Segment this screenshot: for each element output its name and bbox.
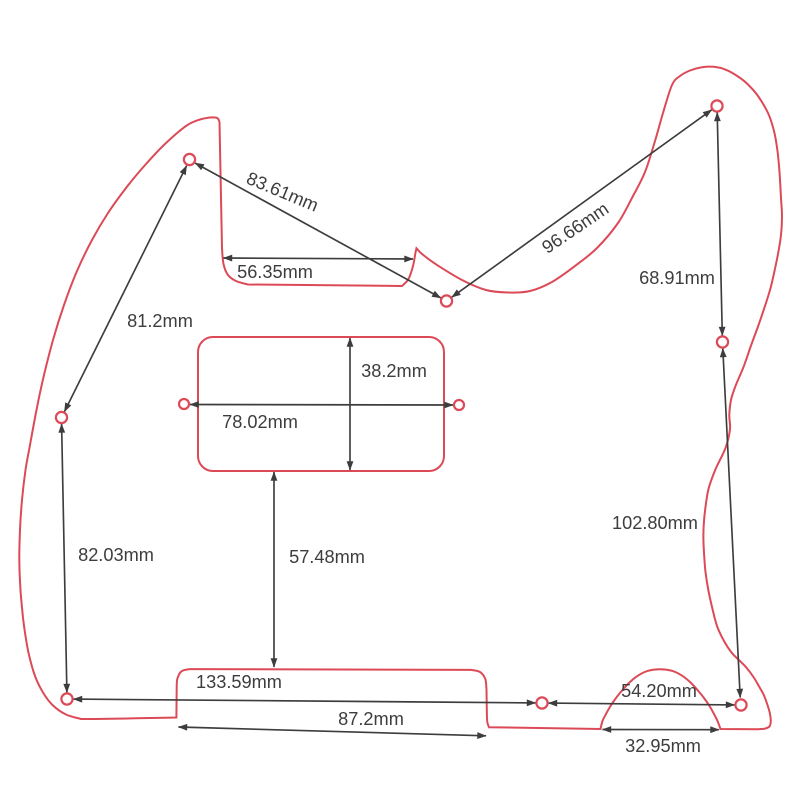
svg-text:32.95mm: 32.95mm <box>625 736 701 756</box>
svg-text:57.48mm: 57.48mm <box>289 547 365 567</box>
svg-text:83.61mm: 83.61mm <box>244 168 322 215</box>
svg-text:78.02mm: 78.02mm <box>222 412 298 432</box>
svg-text:68.91mm: 68.91mm <box>639 268 715 288</box>
svg-text:54.20mm: 54.20mm <box>621 681 697 701</box>
svg-text:56.35mm: 56.35mm <box>237 262 313 282</box>
svg-text:81.2mm: 81.2mm <box>127 311 193 331</box>
svg-text:87.2mm: 87.2mm <box>338 709 404 729</box>
svg-text:133.59mm: 133.59mm <box>196 672 282 692</box>
svg-text:102.80mm: 102.80mm <box>612 513 698 533</box>
svg-text:38.2mm: 38.2mm <box>361 361 427 381</box>
svg-text:82.03mm: 82.03mm <box>78 545 154 565</box>
